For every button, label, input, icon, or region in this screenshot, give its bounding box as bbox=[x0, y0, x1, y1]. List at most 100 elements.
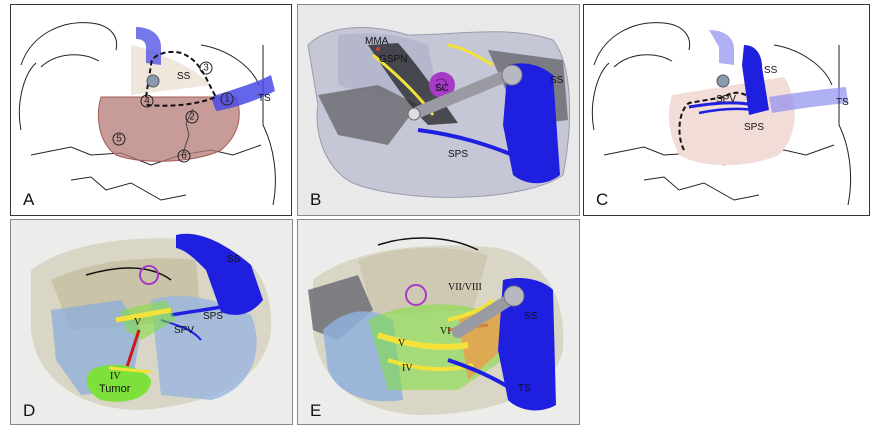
retractor-shaft bbox=[452, 292, 518, 338]
incision-line bbox=[145, 50, 218, 107]
sps-sinus bbox=[170, 300, 247, 317]
point-3: 3 bbox=[199, 61, 213, 75]
label-ss: SS bbox=[550, 75, 564, 86]
tumor bbox=[86, 364, 151, 402]
panel-letter: A bbox=[23, 190, 35, 209]
nerve-vii bbox=[447, 298, 495, 322]
sigmoid-sinus bbox=[176, 233, 263, 315]
nerve-v bbox=[377, 332, 469, 350]
sps-vessel bbox=[698, 107, 760, 115]
nerve-iv bbox=[108, 366, 152, 374]
outline-left bbox=[18, 62, 37, 131]
meatus-marker bbox=[146, 74, 160, 88]
svg-text:6: 6 bbox=[181, 151, 187, 162]
red-vessel bbox=[124, 329, 141, 371]
cerebellum-right bbox=[151, 295, 257, 400]
outline-fossa bbox=[613, 54, 673, 68]
sc-structure bbox=[405, 284, 427, 306]
spv-vessel bbox=[688, 101, 755, 109]
transverse-sinus bbox=[211, 75, 275, 111]
dura-region bbox=[97, 96, 240, 162]
panel-a: SS TS 1 2 3 4 5 6 A bbox=[10, 4, 292, 216]
svg-text:1: 1 bbox=[224, 94, 230, 105]
label-ts: TS bbox=[518, 383, 531, 394]
dura-region bbox=[668, 77, 795, 166]
panel-letter: B bbox=[310, 190, 321, 209]
outline-zigzag bbox=[30, 144, 262, 166]
label-ss: SS bbox=[524, 311, 538, 322]
sps-sinus bbox=[417, 128, 514, 157]
outline-zigzag-2 bbox=[643, 176, 760, 201]
sigmoid-sinus bbox=[136, 27, 161, 65]
outline-bone bbox=[773, 44, 833, 86]
panel-a-diagram: SS TS 1 2 3 4 5 6 A bbox=[18, 22, 276, 209]
sc-structure bbox=[139, 265, 159, 285]
sigmoid-sinus bbox=[503, 63, 560, 184]
panel-b: MMA GSPN SC SS SPS B bbox=[297, 4, 580, 216]
retractor-knob bbox=[501, 64, 523, 86]
transverse-sinus bbox=[769, 87, 848, 113]
mma-dot bbox=[376, 47, 380, 51]
point-6: 6 bbox=[177, 149, 191, 163]
outline-right bbox=[262, 45, 276, 206]
label-vi: VI bbox=[440, 326, 451, 337]
panel-letter: E bbox=[310, 401, 321, 420]
retractor-tip bbox=[407, 107, 421, 121]
incision-line bbox=[678, 91, 750, 151]
svg-text:2: 2 bbox=[189, 112, 195, 123]
panel-e-diagram: VII/VIII SS VI V IV TS E bbox=[308, 237, 564, 420]
outline-fossa bbox=[40, 54, 100, 68]
tentorium bbox=[358, 248, 488, 315]
nerve-yellow bbox=[447, 43, 494, 67]
svg-text:3: 3 bbox=[203, 63, 209, 74]
retractor-shaft bbox=[410, 69, 514, 119]
label-sps: SPS bbox=[448, 149, 468, 160]
label-mma: MMA bbox=[365, 36, 389, 47]
outline-zigzag-2 bbox=[70, 176, 187, 201]
retractor-knob bbox=[503, 285, 525, 307]
label-ss: SS bbox=[227, 254, 241, 265]
outline-curve bbox=[377, 237, 479, 251]
sc-detail bbox=[435, 78, 447, 91]
sigmoid-sinus bbox=[742, 45, 769, 115]
nerve-v bbox=[115, 307, 172, 323]
label-ss: SS bbox=[177, 71, 191, 82]
label-v: V bbox=[134, 317, 142, 328]
point-2: 2 bbox=[185, 110, 199, 124]
outline-right bbox=[838, 45, 852, 206]
label-sc: SC bbox=[435, 83, 449, 94]
sc-structure bbox=[429, 72, 455, 98]
sinus-light bbox=[709, 30, 734, 65]
label-ts: TS bbox=[258, 93, 271, 104]
outline-left bbox=[591, 62, 610, 131]
panel-c: SS SPV SPS TS C bbox=[583, 4, 870, 216]
panel-letter: C bbox=[596, 190, 608, 209]
panel-d-diagram: SS SPS SPV V IV Tumor D bbox=[23, 233, 272, 420]
label-tumor: Tumor bbox=[99, 383, 131, 395]
point-1: 1 bbox=[220, 92, 234, 106]
label-iv: IV bbox=[110, 371, 121, 382]
point-5: 5 bbox=[112, 132, 126, 146]
panel-c-diagram: SS SPV SPS TS C bbox=[591, 22, 852, 209]
label-vii-viii: VII/VIII bbox=[448, 282, 482, 293]
svg-text:5: 5 bbox=[116, 134, 122, 145]
label-ss: SS bbox=[764, 65, 778, 76]
label-spv: SPV bbox=[716, 94, 736, 105]
panel-e: VII/VIII SS VI V IV TS E bbox=[297, 219, 580, 425]
outline-skull bbox=[20, 22, 118, 66]
label-iv: IV bbox=[402, 363, 413, 374]
dark-flap bbox=[318, 85, 418, 145]
point-4: 4 bbox=[140, 94, 154, 108]
panel-d: SS SPS SPV V IV Tumor D bbox=[10, 219, 293, 425]
outline-skull bbox=[593, 22, 691, 66]
label-spv: SPV bbox=[174, 325, 194, 336]
label-gspn: GSPN bbox=[379, 54, 407, 65]
ts-sinus bbox=[447, 358, 515, 392]
label-ts: TS bbox=[836, 97, 849, 108]
panel-b-diagram: MMA GSPN SC SS SPS B bbox=[307, 27, 571, 209]
inner-line bbox=[182, 108, 194, 154]
label-v: V bbox=[398, 338, 406, 349]
sigmoid-sinus bbox=[498, 278, 556, 411]
outline-curve bbox=[85, 267, 172, 281]
panel-letter: D bbox=[23, 401, 35, 420]
